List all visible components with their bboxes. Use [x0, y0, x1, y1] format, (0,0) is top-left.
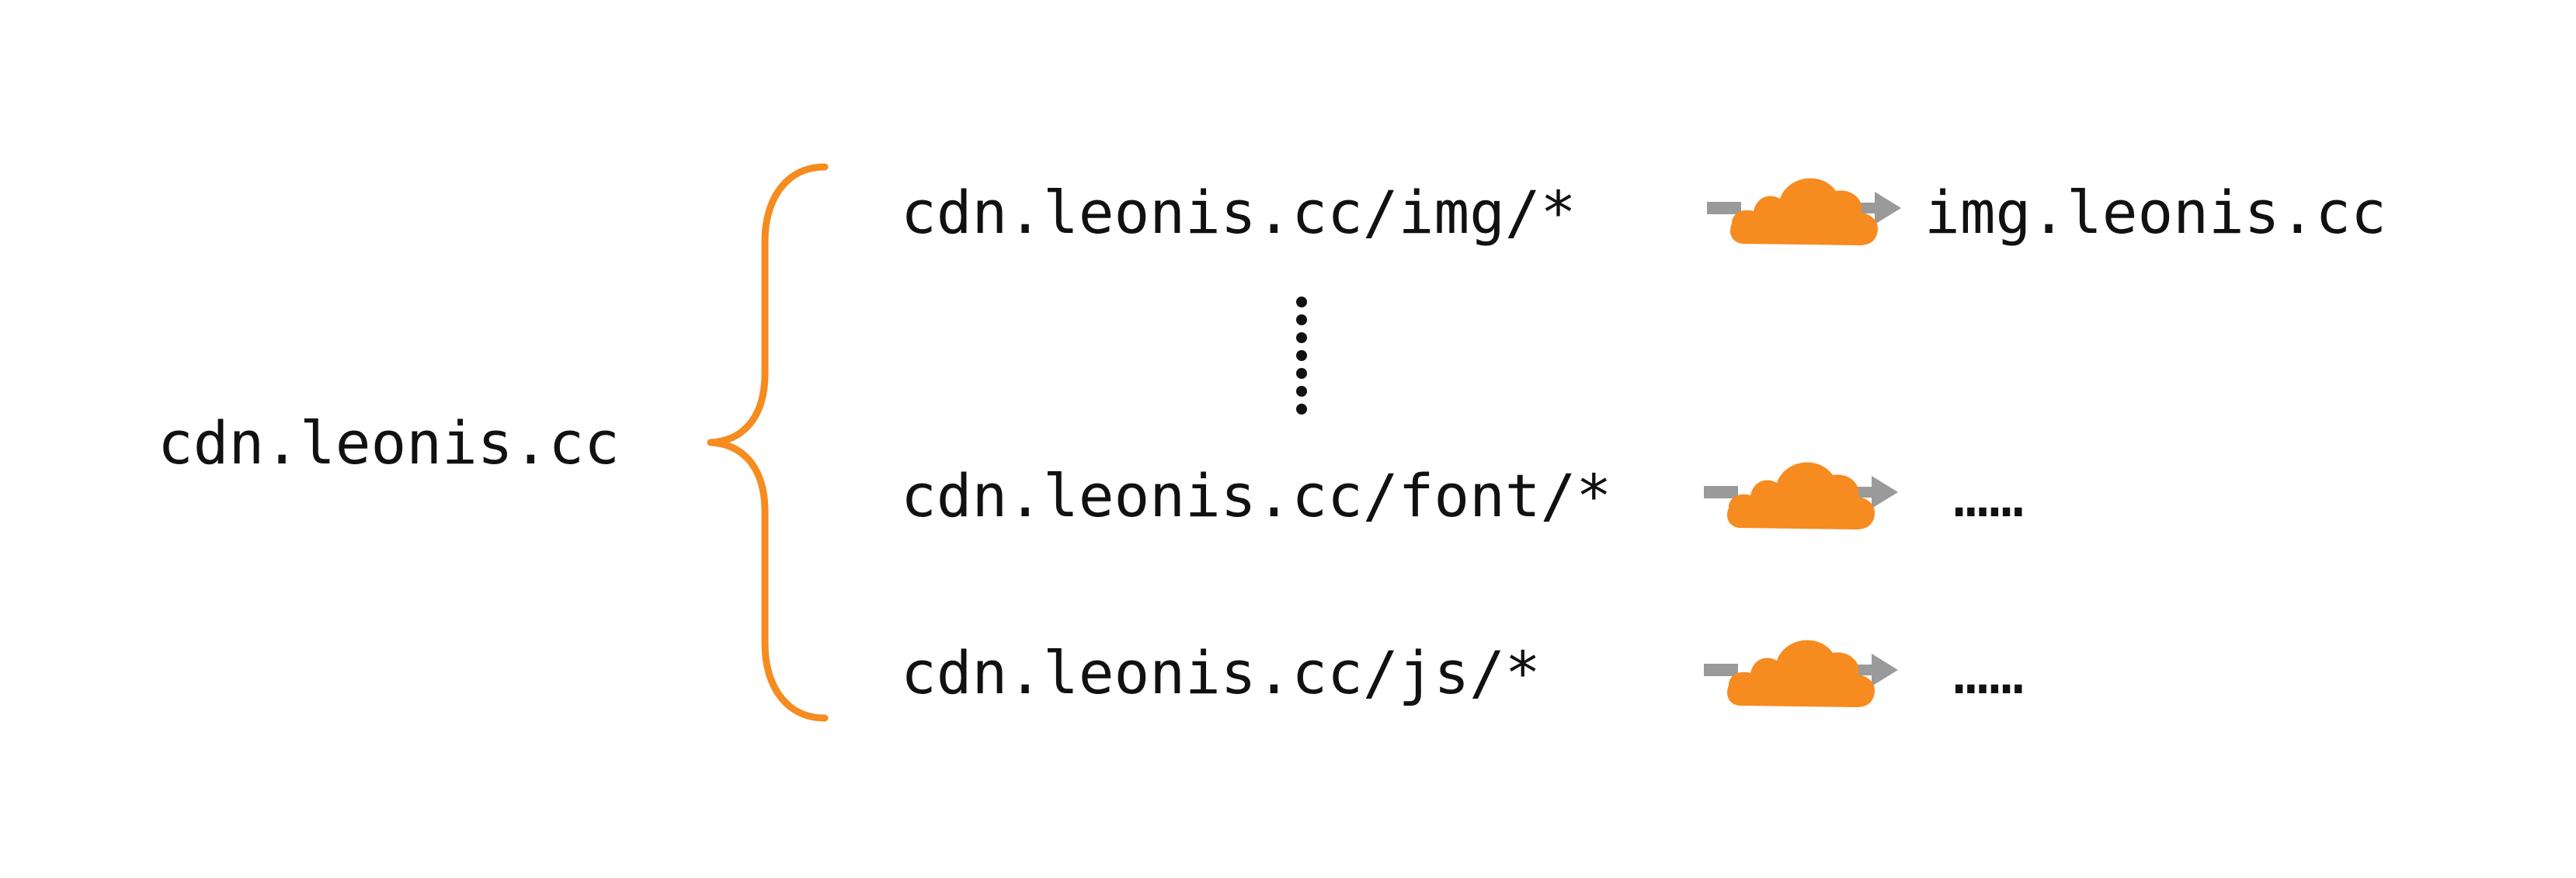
proxy-flow-3 — [1704, 640, 1898, 707]
route-path-img: cdn.leonis.cc/img/* — [901, 178, 1577, 247]
root-domain-label: cdn.leonis.cc — [158, 408, 620, 477]
route-path-js: cdn.leonis.cc/js/* — [901, 638, 1541, 707]
cloud-icon — [1726, 462, 1875, 529]
route-path-font: cdn.leonis.cc/font/* — [901, 461, 1612, 530]
route-target-js: …… — [1953, 638, 2025, 707]
vertical-dots-icon — [1296, 297, 1307, 415]
route-target-font: …… — [1953, 461, 2025, 530]
cloud-icon — [1726, 640, 1875, 707]
route-target-img: img.leonis.cc — [1924, 178, 2387, 247]
arrow-right-icon — [1707, 202, 1741, 214]
arrow-right-icon — [1704, 486, 1738, 498]
proxy-flow-1 — [1707, 178, 1901, 245]
cloud-icon — [1730, 178, 1878, 245]
proxy-flow-2 — [1704, 462, 1898, 529]
arrow-right-icon — [1704, 664, 1738, 676]
grouping-brace — [707, 163, 829, 722]
